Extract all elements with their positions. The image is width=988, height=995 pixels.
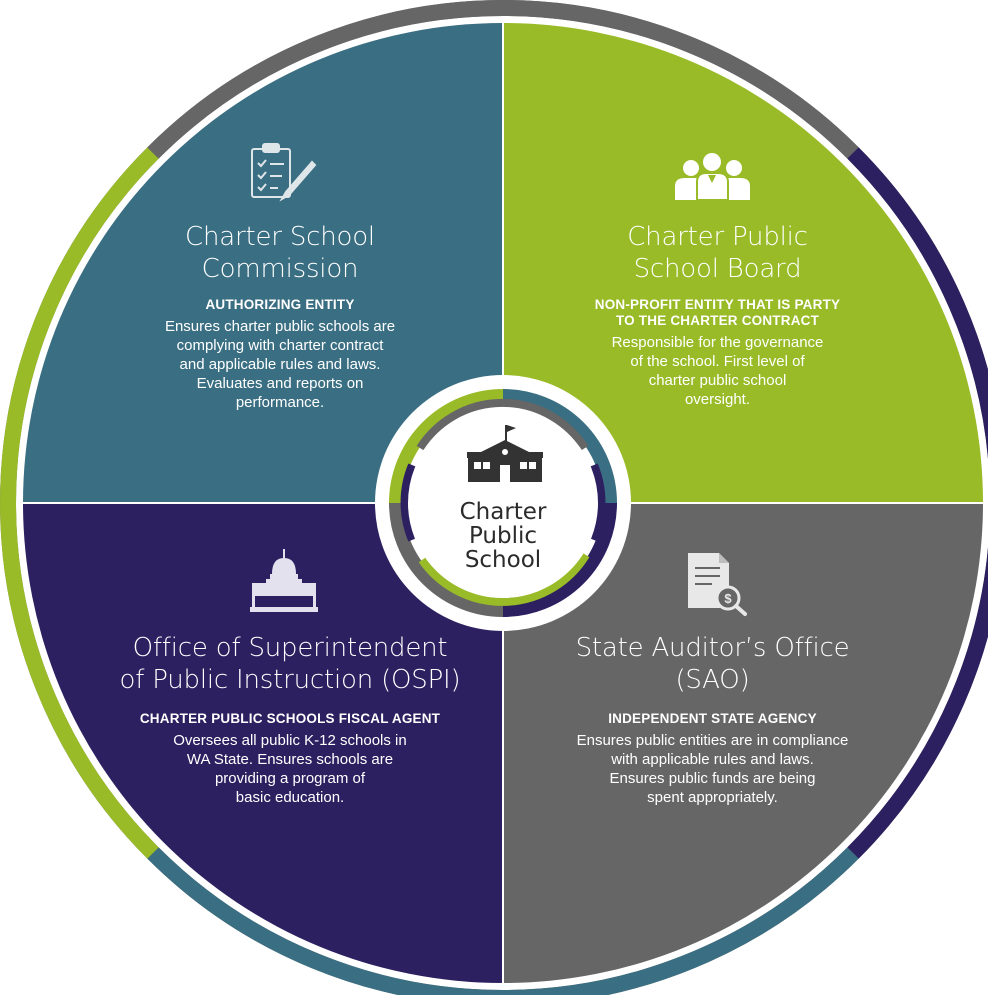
commission-description-line: Ensures charter public schools are <box>164 318 396 335</box>
commission-description-line: complying with charter contract <box>176 337 384 354</box>
center-label-line: Public <box>468 523 538 549</box>
sao-description-line: spent appropriately. <box>647 789 778 806</box>
commission-description: Ensures charter public schools are compl… <box>100 317 460 412</box>
board-description-line: of the school. First level of <box>630 353 805 370</box>
outer-ring-seg-right <box>847 147 988 859</box>
capitol-building-icon <box>250 549 318 612</box>
outer-ring-seg-top-left <box>147 0 504 159</box>
ospi-title-line: Office of Superintendent <box>132 633 448 663</box>
board-subtitle-line: NON-PROFIT ENTITY THAT IS PARTY <box>594 297 841 312</box>
center-label-line: School <box>464 547 542 573</box>
ospi-panel: Office of Superintendent of Public Instr… <box>95 632 485 807</box>
commission-panel: Charter School Commission AUTHORIZING EN… <box>100 221 460 412</box>
commission-title-line: Charter School <box>185 222 375 252</box>
sao-description: Ensures public entities are in complianc… <box>525 731 900 807</box>
sao-subtitle: INDEPENDENT STATE AGENCY <box>608 711 817 726</box>
ospi-description-line: Oversees all public K-12 schools in <box>173 732 407 749</box>
people-group-icon <box>675 153 750 201</box>
ospi-title: Office of Superintendent of Public Instr… <box>95 632 485 696</box>
center-label-line: Charter <box>459 499 547 525</box>
hub-inner-ring-bottom <box>418 552 590 606</box>
ospi-title-line: of Public Instruction (OSPI) <box>119 665 461 695</box>
board-title: Charter Public School Board <box>540 221 895 285</box>
ospi-subtitle: CHARTER PUBLIC SCHOOLS FISCAL AGENT <box>139 711 441 726</box>
clipboard-checklist-icon <box>251 143 317 202</box>
board-description-line: Responsible for the governance <box>611 334 824 351</box>
board-description-line: charter public school <box>648 372 787 389</box>
sao-description-line: Ensures public entities are in complianc… <box>576 732 849 749</box>
outer-ring-seg-bottom-left <box>147 847 504 995</box>
hub-inner-ring-right <box>590 463 606 542</box>
ospi-description-line: basic education. <box>235 789 345 806</box>
hub-ring-navy-br <box>502 502 617 617</box>
outer-ring-seg-left <box>0 147 159 859</box>
hub-ring-green-tl <box>389 389 504 504</box>
board-description: Responsible for the governance of the sc… <box>540 333 895 409</box>
hub-ring-gray-bl <box>389 502 504 617</box>
board-subtitle: NON-PROFIT ENTITY THAT IS PARTY TO THE C… <box>540 297 895 329</box>
school-building-icon <box>467 425 543 482</box>
sao-title-line: State Auditor’s Office <box>575 633 850 663</box>
commission-title-line: Commission <box>201 254 359 284</box>
commission-subtitle: AUTHORIZING ENTITY <box>205 297 355 312</box>
ospi-description-line: providing a program of <box>214 770 366 787</box>
outer-ring-seg-top-right <box>502 0 859 159</box>
sao-title: State Auditor’s Office (SAO) <box>525 632 900 696</box>
commission-description-line: Evaluates and reports on <box>196 375 364 392</box>
hub-inner-ring-top <box>416 398 589 451</box>
commission-title: Charter School Commission <box>100 221 460 285</box>
sao-title-line: (SAO) <box>675 665 750 695</box>
commission-description-line: and applicable rules and laws. <box>179 356 381 373</box>
board-subtitle-line: TO THE CHARTER CONTRACT <box>615 313 820 328</box>
sao-panel: State Auditor’s Office (SAO) INDEPENDENT… <box>525 632 900 807</box>
center-hub-disc <box>408 408 598 598</box>
center-hub <box>375 375 631 631</box>
svg-text:$: $ <box>724 591 732 606</box>
board-description-line: oversight. <box>684 391 751 408</box>
sao-description-line: with applicable rules and laws. <box>611 751 814 768</box>
commission-description-line: performance. <box>235 394 325 411</box>
board-panel: Charter Public School Board NON-PROFIT E… <box>540 221 895 409</box>
audit-document-icon: $ <box>688 553 747 616</box>
hub-inner-ring-left <box>400 463 416 542</box>
board-title-line: Charter Public <box>627 222 808 252</box>
board-title-line: School Board <box>633 254 802 284</box>
center-label: Charter Public School <box>418 500 588 572</box>
hub-ring-teal-tr <box>502 389 617 504</box>
ospi-description: Oversees all public K-12 schools in WA S… <box>95 731 485 807</box>
ospi-description-line: WA State. Ensures schools are <box>186 751 394 768</box>
outer-ring-seg-bottom-right <box>502 847 859 995</box>
sao-description-line: Ensures public funds are being <box>609 770 816 787</box>
